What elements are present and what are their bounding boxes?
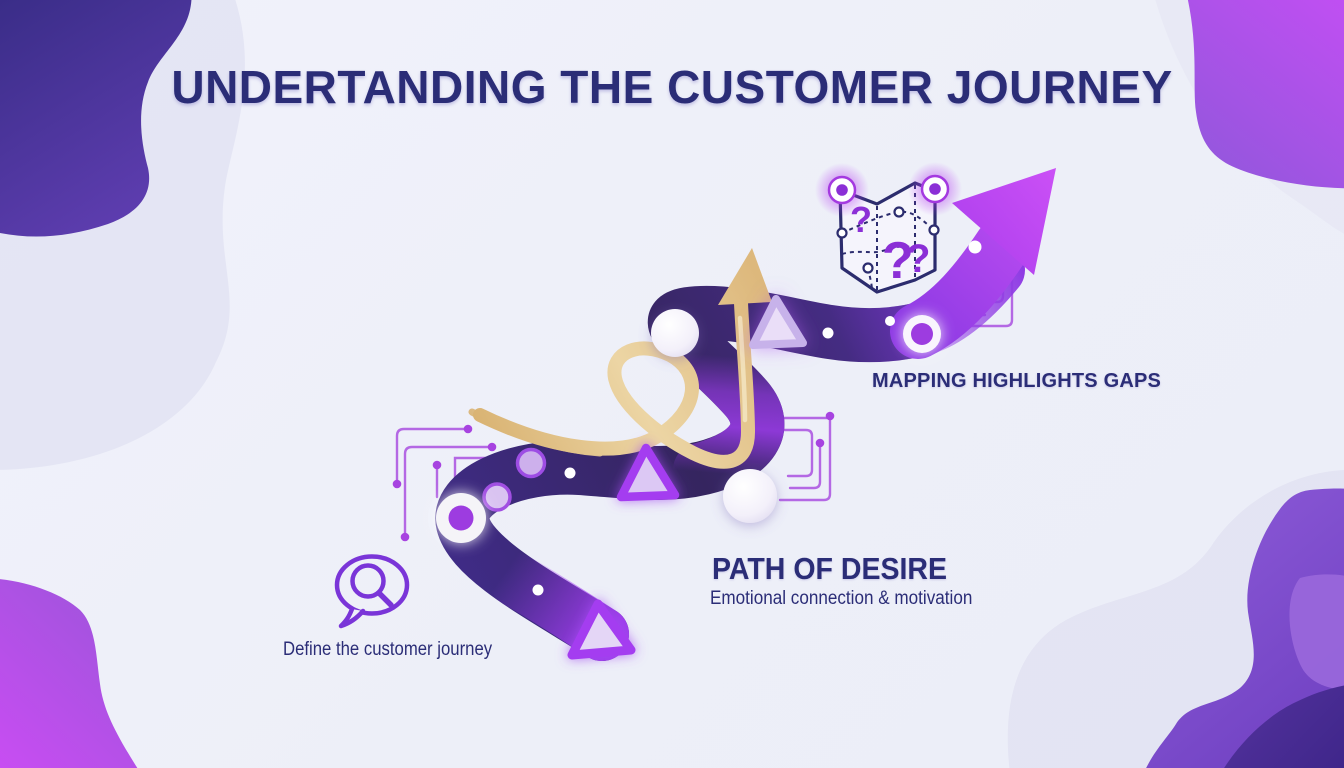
white-ball-lower — [723, 469, 777, 523]
circuit-dot — [463, 424, 473, 434]
path-dot — [885, 316, 895, 326]
path-dot — [564, 467, 576, 479]
path-dot — [822, 327, 834, 339]
triangle-marker-start — [567, 599, 636, 660]
triangle-marker-top — [749, 295, 807, 349]
speech-bubble — [334, 554, 410, 616]
magnifier-handle — [376, 590, 394, 608]
node-marker-bend — [436, 493, 486, 543]
path-of-desire-subtitle: Emotional connection & motivation — [710, 588, 973, 609]
question-mark: ? — [906, 237, 930, 281]
arrowhead — [952, 168, 1056, 275]
magnifier-glass — [350, 563, 386, 599]
gold-arrowhead — [718, 248, 772, 305]
circuit-dot — [815, 438, 825, 448]
path-of-desire-heading: PATH OF DESIRE — [712, 551, 948, 586]
blob-bottom-right-light — [1289, 574, 1344, 690]
blob-bottom-left — [0, 579, 138, 768]
path-markers — [436, 295, 941, 660]
circuit-dot — [825, 411, 835, 421]
speech-bubble-magnifier-icon — [334, 554, 410, 629]
arrow-dot — [968, 240, 982, 254]
gold-swirl-body — [473, 296, 756, 469]
gold-swirl-highlight — [737, 315, 748, 423]
ring-circle-2 — [515, 447, 547, 479]
define-customer-journey-label: Define the customer journey — [283, 639, 493, 660]
triangle-marker-mid — [616, 443, 680, 502]
circuit-dot — [487, 442, 497, 452]
map-route-nodes — [836, 206, 940, 274]
circuit-dot — [392, 479, 402, 489]
map-pin — [908, 162, 962, 216]
gold-swirl-arrow-icon — [468, 248, 772, 469]
ring-circle-1 — [482, 482, 512, 512]
blob-top-right — [1187, 0, 1344, 189]
page-title: UNDERTANDING THE CUSTOMER JOURNEY — [171, 61, 1173, 113]
path-dot — [532, 584, 544, 596]
blob-bottom-right-dark — [1224, 685, 1344, 768]
circuit-dot — [400, 532, 410, 542]
blob-bottom-right — [1146, 488, 1344, 768]
speech-bubble-tail — [338, 606, 366, 629]
folded-map-with-question-marks-icon: ? ? ? — [815, 162, 962, 294]
circuit-dot — [432, 460, 442, 470]
mapping-highlights-gaps-label: MAPPING HIGHLIGHTS GAPS — [872, 370, 1162, 392]
map-pin — [815, 163, 869, 217]
question-mark: ? — [882, 232, 914, 290]
blob-top-left — [0, 0, 192, 237]
node-marker-upper — [903, 315, 941, 353]
white-ball-upper — [651, 309, 699, 357]
